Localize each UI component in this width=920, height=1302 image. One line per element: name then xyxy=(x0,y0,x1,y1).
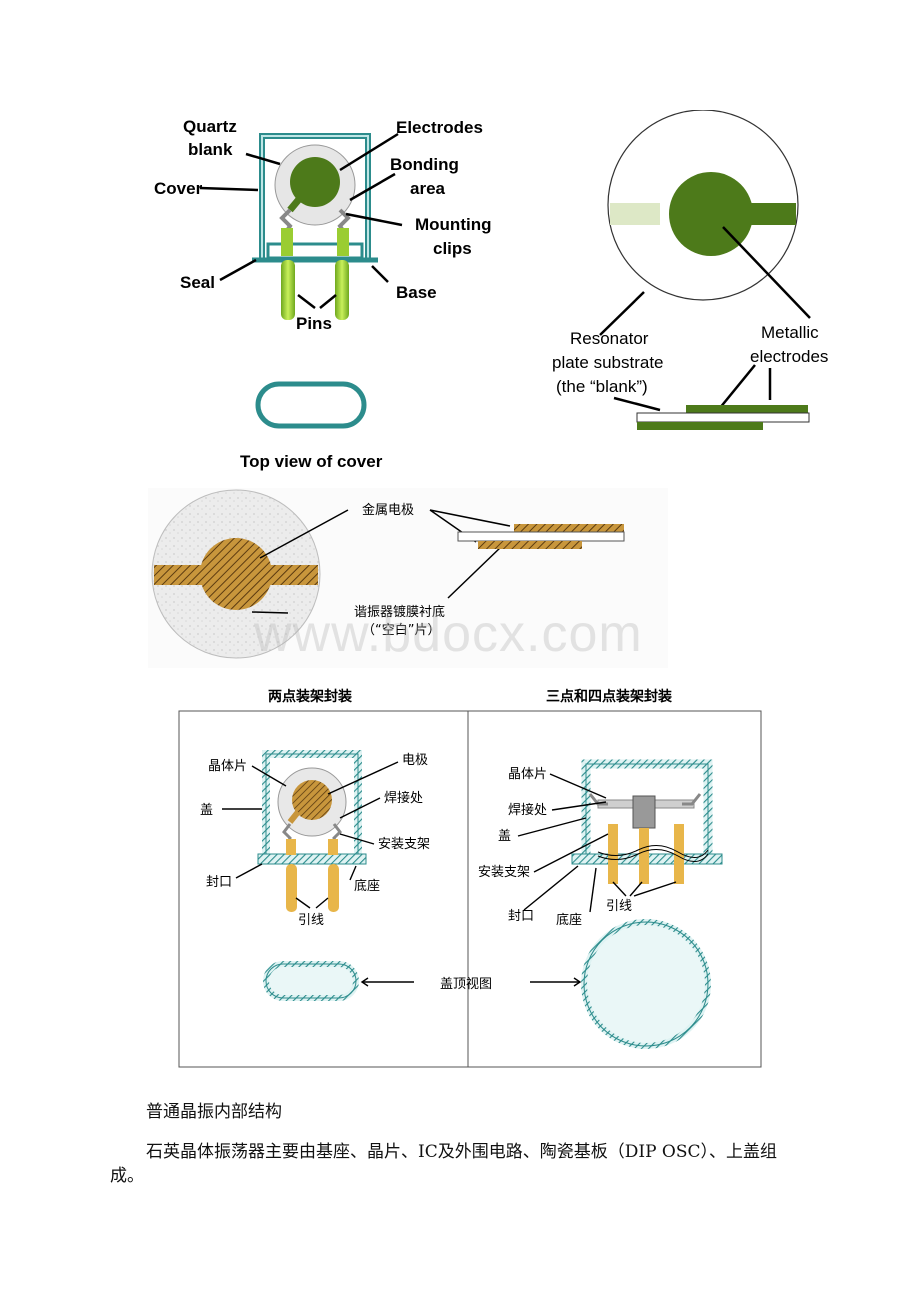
body-paragraph: 石英晶体振荡器主要由基座、晶片、IC及外围电路、陶瓷基板（DIP OSC）、上盖… xyxy=(110,1142,777,1186)
pin-right xyxy=(335,260,349,320)
cn-label-blank: （“空白”片） xyxy=(362,622,440,638)
side-electrode-bottom xyxy=(637,422,763,430)
right-label-seal: 封口 xyxy=(508,909,534,924)
crystal-cross-section-figure: Quartz blank Electrodes Bonding area Cov… xyxy=(154,117,491,471)
left-label-base: 底座 xyxy=(354,878,380,894)
label-resonator: Resonator xyxy=(570,329,649,348)
left-label-weld: 焊接处 xyxy=(384,790,423,806)
right-label-weld: 焊接处 xyxy=(508,802,547,818)
right-label-cover: 盖 xyxy=(498,829,511,844)
label-plate-substrate: plate substrate xyxy=(552,353,664,372)
left-label-seal: 封口 xyxy=(206,875,232,890)
packaging-figure: 两点装架封装 三点和四点装架封装 晶体片 电极 焊接处 盖 安装支架 封口 底座… xyxy=(178,688,762,1068)
label-cover: Cover xyxy=(154,179,203,198)
right-label-pins: 引线 xyxy=(606,899,632,914)
left-label-mount: 安装支架 xyxy=(378,837,430,852)
label-quartz: Quartz xyxy=(183,117,237,136)
label-seal: Seal xyxy=(180,273,215,292)
label-base: Base xyxy=(396,283,437,302)
pin-left xyxy=(281,260,295,320)
label-pins: Pins xyxy=(296,314,332,333)
label-metallic: Metallic xyxy=(761,323,819,342)
left-package xyxy=(257,750,367,912)
label-area: area xyxy=(410,179,446,198)
right-label-mount: 安装支架 xyxy=(478,865,530,880)
title-three-four-point: 三点和四点装架封装 xyxy=(546,688,673,705)
top-view-cover-shape xyxy=(255,381,367,429)
electrode-shape xyxy=(290,157,340,207)
left-label-cover: 盖 xyxy=(200,803,213,818)
side-substrate xyxy=(636,412,810,423)
right-label-crystal: 晶体片 xyxy=(508,767,547,782)
right-label-base: 底座 xyxy=(556,912,582,928)
left-label-crystal: 晶体片 xyxy=(208,759,247,774)
label-electrodes-2: electrodes xyxy=(750,347,828,366)
cn-side-electrode-bottom xyxy=(478,541,582,549)
caption-top-view: Top view of cover xyxy=(240,452,383,471)
side-electrode-top xyxy=(686,405,808,413)
heading-text: 普通晶振内部结构 xyxy=(146,1102,282,1122)
label-top-view: 盖顶视图 xyxy=(440,977,492,992)
resonator-plate-figure: Resonator plate substrate (the “blank”) … xyxy=(552,110,828,430)
electrode-tab-left xyxy=(610,203,660,225)
label-the-blank: (the “blank”) xyxy=(556,377,648,396)
cn-side-substrate xyxy=(457,531,625,542)
label-mounting: Mounting xyxy=(415,215,491,234)
left-label-electrode: 电极 xyxy=(402,753,428,768)
label-bonding: Bonding xyxy=(390,155,459,174)
resonator-plate-cn-figure: 金属电极 谐振器镀膜衬底 （“空白”片） xyxy=(148,488,668,668)
cn-label-substrate: 谐振器镀膜衬底 xyxy=(354,604,445,620)
electrode-tab-right xyxy=(740,203,796,225)
watermark: www.bdocx.com xyxy=(254,605,643,663)
label-blank: blank xyxy=(188,140,233,159)
title-two-point: 两点装架封装 xyxy=(268,688,353,705)
right-top-view-cover xyxy=(581,919,711,1049)
right-package xyxy=(571,759,723,884)
label-electrodes: Electrodes xyxy=(396,118,483,137)
cn-side-electrode-top xyxy=(514,524,624,532)
left-label-pins: 引线 xyxy=(298,913,324,928)
label-clips: clips xyxy=(433,239,472,258)
left-top-view-cover xyxy=(263,961,359,1001)
cn-label-metal-electrode: 金属电极 xyxy=(362,502,414,518)
cn-electrode-disc xyxy=(200,538,272,610)
